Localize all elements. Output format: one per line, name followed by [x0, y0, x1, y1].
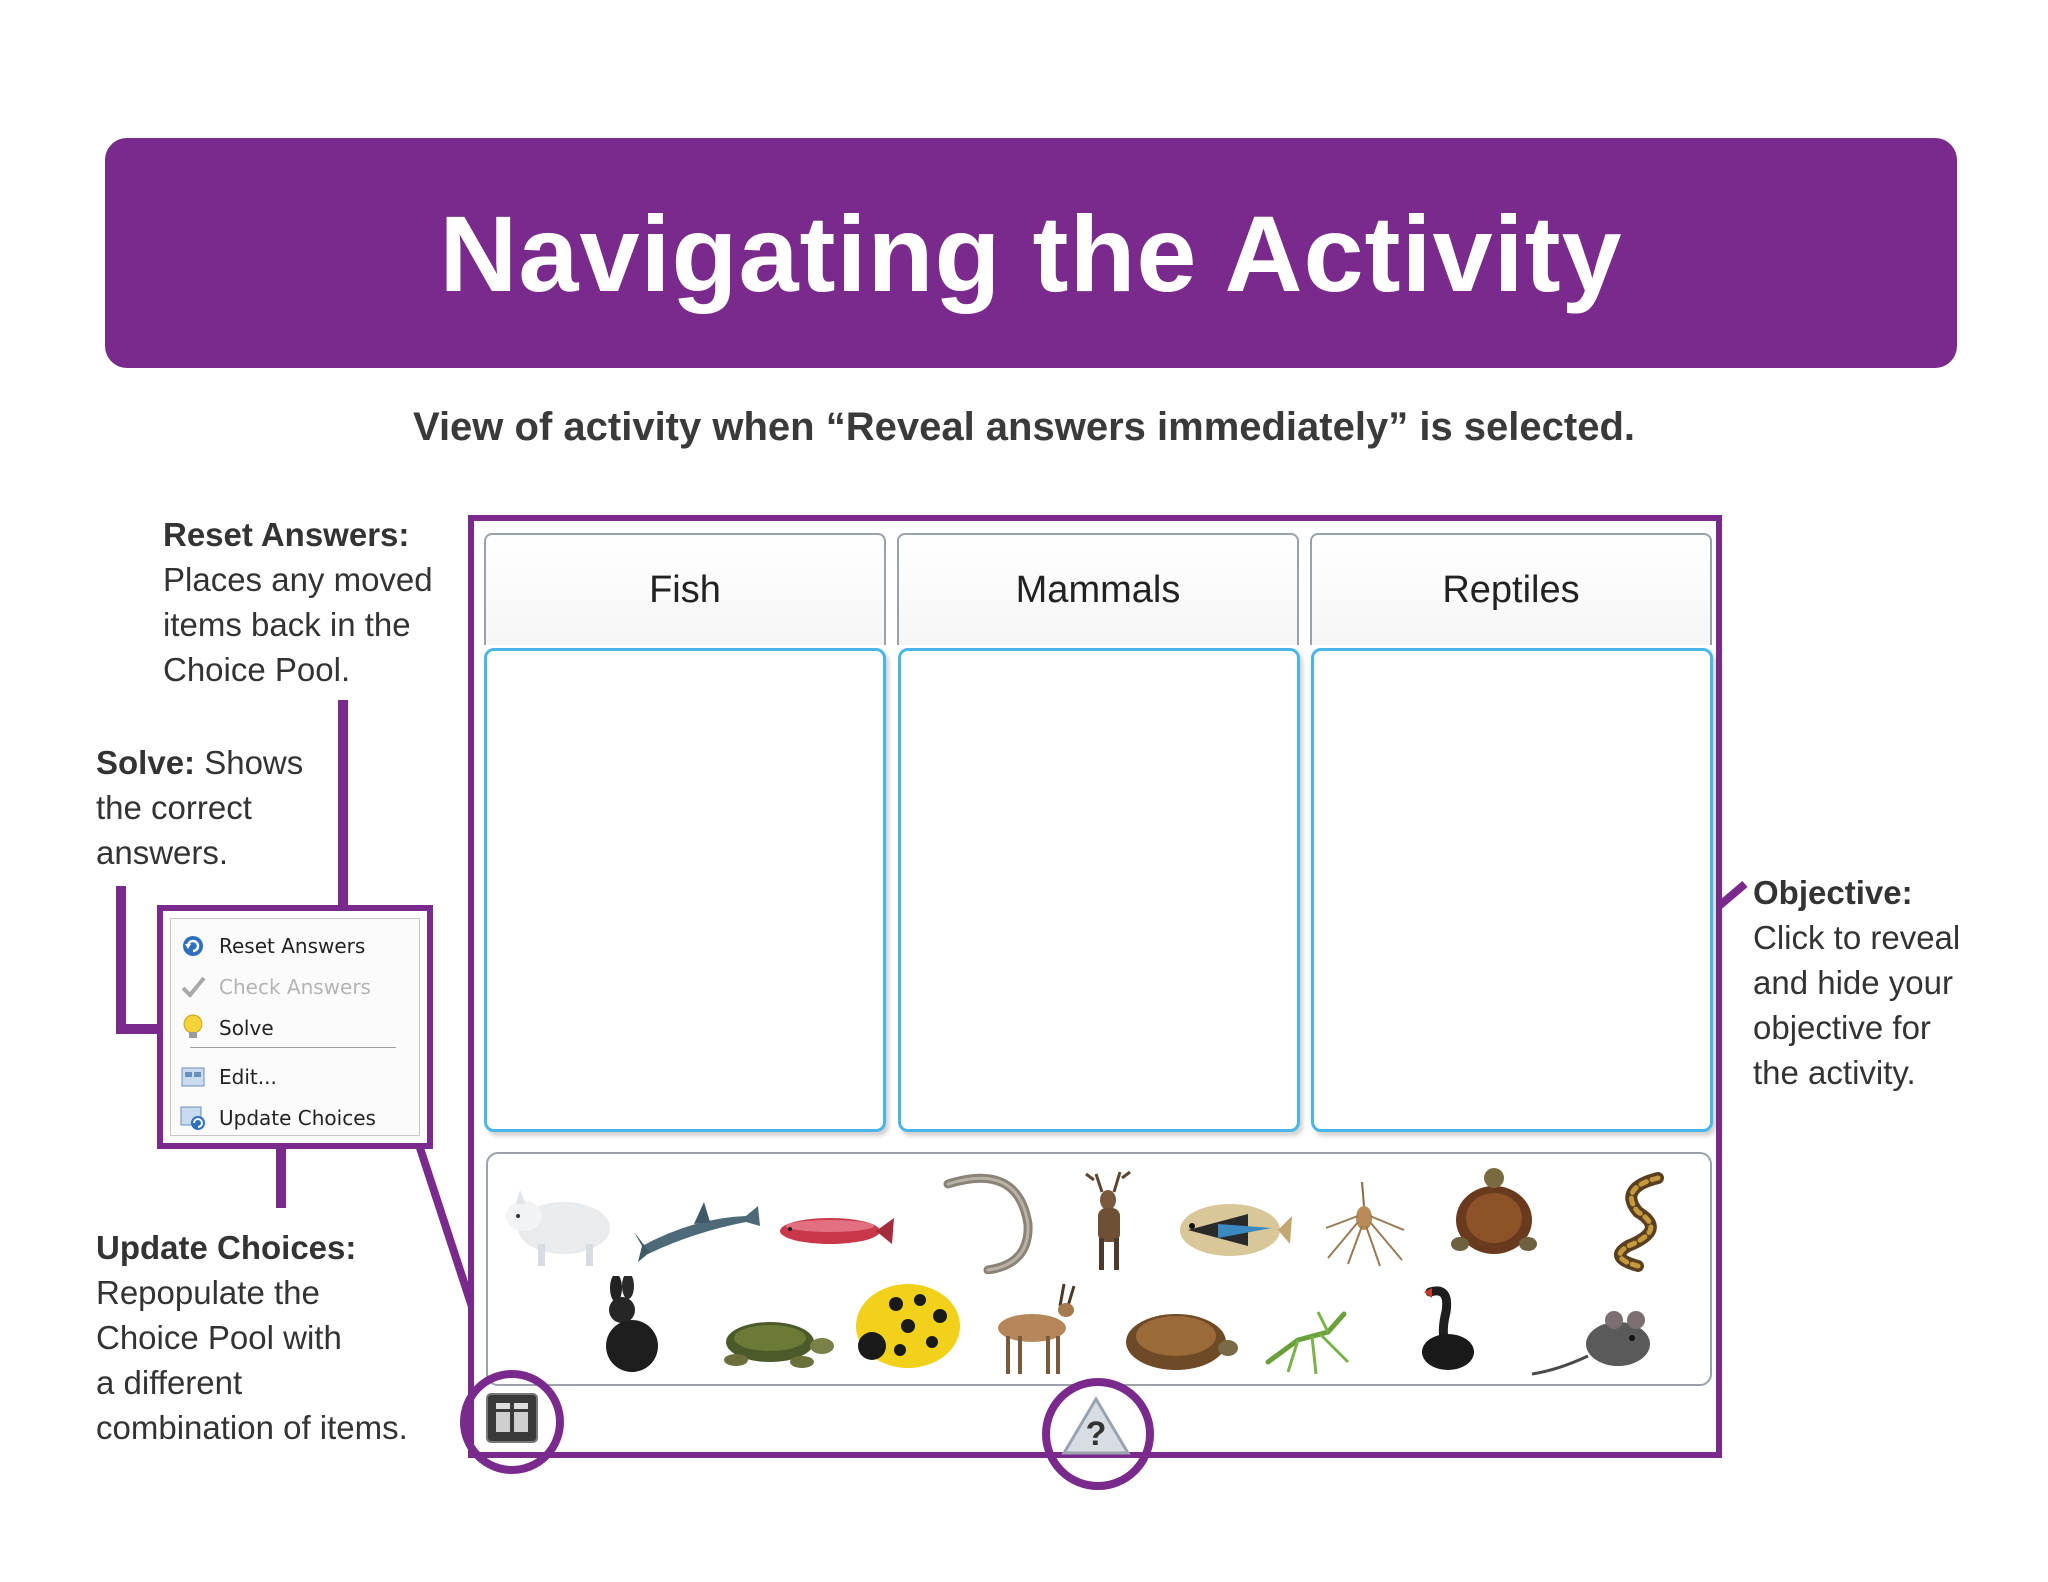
menu-item-solve[interactable]: Solve: [171, 1009, 419, 1047]
solve-connector-line: [116, 886, 126, 1032]
check-icon: [179, 973, 207, 1001]
snake-icon[interactable]: [1598, 1168, 1682, 1272]
gazelle-icon[interactable]: [984, 1280, 1088, 1378]
deer-icon[interactable]: [1072, 1164, 1144, 1274]
box-turtle-icon[interactable]: [1116, 1304, 1240, 1376]
menu-item-label: Edit...: [219, 1065, 277, 1089]
update-choices-note: Update Choices: Repopulate the Choice Po…: [96, 1225, 408, 1450]
triggerfish-icon[interactable]: [1168, 1194, 1292, 1264]
objective-note-label: Objective:: [1753, 874, 1913, 911]
category-header-fish: Fish: [484, 533, 886, 645]
objective-note: Objective: Click to reveal and hide your…: [1753, 870, 1960, 1095]
menu-item-label: Update Choices: [219, 1106, 376, 1130]
update-choices-icon: [179, 1104, 207, 1132]
objective-highlight-circle: [1042, 1378, 1154, 1490]
solve-note-text: Shows: [195, 744, 304, 781]
update-connector-line: [276, 1148, 286, 1208]
reset-answers-note-line: Places any moved: [163, 561, 433, 598]
choice-pool: [486, 1152, 1712, 1386]
menu-highlight-box: [157, 905, 433, 1149]
eel-icon[interactable]: [918, 1164, 1038, 1274]
objective-note-line: and hide your: [1753, 964, 1953, 1001]
update-choices-note-line: Choice Pool with: [96, 1319, 342, 1356]
solve-note-line: the correct: [96, 789, 252, 826]
menu-item-label: Solve: [219, 1016, 274, 1040]
menu-item-update-choices[interactable]: Update Choices: [171, 1099, 419, 1137]
reset-icon: [179, 932, 207, 960]
mantis-icon[interactable]: [1258, 1302, 1358, 1378]
solve-connector-line: [116, 1024, 162, 1034]
objective-note-line: Click to reveal: [1753, 919, 1961, 956]
update-choices-note-line: a different: [96, 1364, 243, 1401]
rabbit-icon[interactable]: [592, 1276, 666, 1376]
drop-zone-reptiles[interactable]: [1311, 648, 1713, 1132]
mouse-icon[interactable]: [1528, 1304, 1658, 1376]
arctic-fox-icon[interactable]: [502, 1176, 622, 1272]
salmon-icon[interactable]: [772, 1206, 896, 1256]
category-label: Fish: [649, 568, 721, 611]
category-label: Reptiles: [1442, 568, 1580, 611]
reset-answers-note-line: items back in the: [163, 606, 411, 643]
reset-connector-line: [338, 700, 348, 908]
objective-note-line: objective for: [1753, 1009, 1931, 1046]
update-choices-note-line: combination of items.: [96, 1409, 408, 1446]
page-title: Navigating the Activity: [439, 192, 1623, 314]
category-header-mammals: Mammals: [897, 533, 1299, 645]
solve-note: Solve: Shows the correct answers.: [96, 740, 303, 875]
objective-note-line: the activity.: [1753, 1054, 1916, 1091]
menu-button-highlight-circle: [460, 1370, 564, 1474]
hammerhead-shark-icon[interactable]: [634, 1188, 764, 1264]
title-banner: Navigating the Activity: [105, 138, 1957, 368]
tortoise-icon[interactable]: [1446, 1164, 1542, 1272]
menu-item-reset-answers[interactable]: Reset Answers: [171, 927, 419, 965]
mosquito-icon[interactable]: [1318, 1178, 1410, 1268]
update-choices-note-line: Repopulate the: [96, 1274, 320, 1311]
reset-answers-note-label: Reset Answers:: [163, 516, 410, 553]
menu-item-label: Reset Answers: [219, 934, 366, 958]
menu-item-label: Check Answers: [219, 975, 371, 999]
lightbulb-icon: [179, 1014, 207, 1042]
edit-icon: [179, 1063, 207, 1091]
swan-icon[interactable]: [1410, 1282, 1480, 1378]
activity-context-menu: Reset Answers Check Answers Solve Edit..…: [170, 918, 420, 1136]
drop-zone-mammals[interactable]: [898, 648, 1300, 1132]
category-label: Mammals: [1015, 568, 1181, 611]
turtle-icon[interactable]: [706, 1312, 836, 1374]
subtitle: View of activity when “Reveal answers im…: [412, 405, 1636, 449]
drop-zone-fish[interactable]: [484, 648, 886, 1132]
solve-note-label: Solve:: [96, 744, 196, 781]
menu-separator: [190, 1047, 396, 1048]
update-choices-note-label: Update Choices:: [96, 1229, 357, 1266]
menu-item-check-answers: Check Answers: [171, 968, 419, 1006]
menu-item-edit[interactable]: Edit...: [171, 1058, 419, 1096]
category-header-reptiles: Reptiles: [1310, 533, 1712, 645]
solve-note-line: answers.: [96, 834, 229, 871]
reset-answers-note: Reset Answers: Places any moved items ba…: [163, 512, 433, 692]
reset-answers-note-line: Choice Pool.: [163, 651, 351, 688]
ladybug-icon[interactable]: [848, 1276, 966, 1372]
